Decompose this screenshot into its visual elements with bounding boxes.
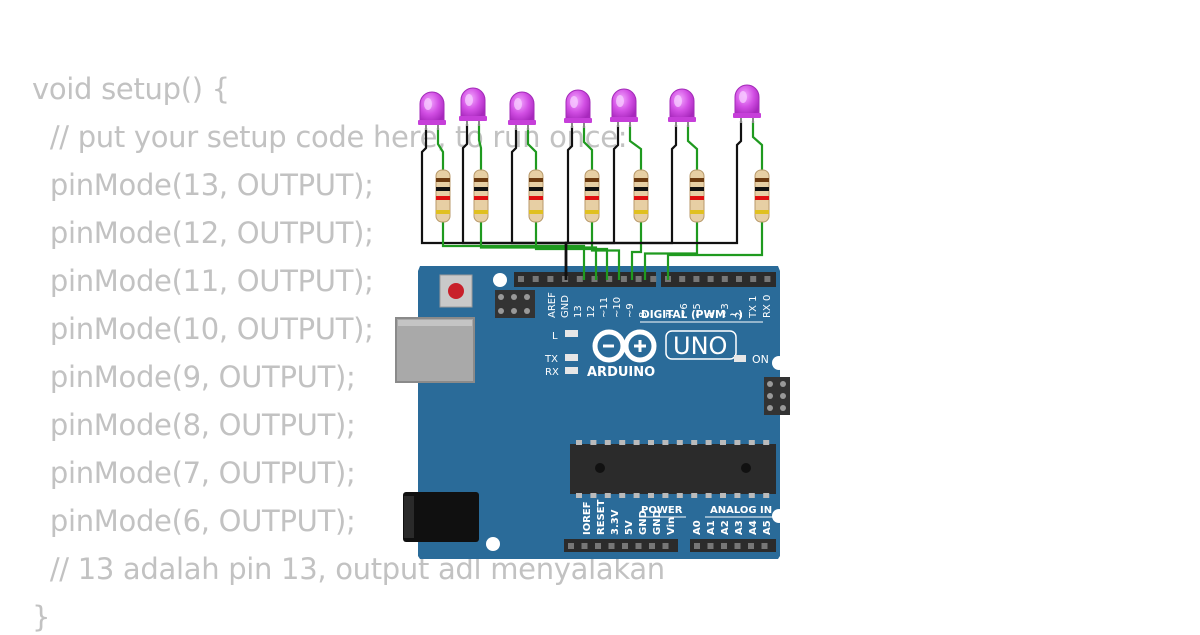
led <box>459 87 487 126</box>
pin-wire <box>534 222 609 280</box>
pin-label: RESET <box>596 499 607 535</box>
resistor <box>584 169 600 223</box>
pin-label: A4 <box>748 520 759 535</box>
led-l-label: L <box>552 331 558 342</box>
code-line[interactable]: pinMode(11, OUTPUT); <box>32 264 374 298</box>
pin-wire <box>666 222 764 280</box>
power-jack[interactable] <box>403 492 479 542</box>
pin-label: AREF <box>547 292 558 318</box>
led-wire <box>477 124 483 172</box>
pin-label: 2 <box>734 312 745 318</box>
pin-wire <box>441 222 586 280</box>
led <box>508 91 536 130</box>
pin-wire <box>630 222 643 280</box>
resistor <box>754 169 770 223</box>
power-header[interactable] <box>564 539 678 552</box>
digital-title: DIGITAL (PWM ~) <box>641 309 743 321</box>
code-line[interactable]: void setup() { <box>32 72 230 106</box>
code-line[interactable]: } <box>32 600 51 634</box>
components <box>418 84 770 223</box>
led-wire <box>686 125 699 172</box>
resistor <box>528 169 544 223</box>
code-line[interactable]: pinMode(12, OUTPUT); <box>32 216 374 250</box>
pin-label: A3 <box>734 520 745 535</box>
pin-label: ~10 <box>612 297 623 318</box>
pin-label: ~6 <box>679 303 690 318</box>
led-wire <box>436 128 445 172</box>
resistor <box>435 169 451 223</box>
code-line[interactable]: pinMode(6, OUTPUT); <box>32 504 356 538</box>
pin-label: GND <box>638 510 649 535</box>
pin-label: IOREF <box>582 501 593 535</box>
led-wire <box>526 128 538 172</box>
code-line[interactable]: pinMode(7, OUTPUT); <box>32 456 356 490</box>
power-title: POWER <box>641 505 683 516</box>
board-brand: ARDUINO <box>587 365 655 380</box>
usb-port[interactable] <box>395 317 475 383</box>
pin-label: 4 <box>706 312 717 318</box>
mounting-hole <box>493 273 507 287</box>
pin-wire <box>590 222 621 280</box>
pin-label: GND <box>560 295 571 318</box>
pin-label: 5V <box>624 520 635 535</box>
microcontroller-chip <box>570 440 776 498</box>
pin-label: 13 <box>573 305 584 318</box>
pin-label: GND <box>652 510 663 535</box>
pin-wire <box>479 222 598 280</box>
pin-label: Vin <box>666 517 677 535</box>
pin-label: ~3 <box>720 303 731 318</box>
ground-wire <box>564 121 743 280</box>
pin-label: 3.3V <box>610 509 621 535</box>
pin-label: ~11 <box>599 297 610 318</box>
pin-label: A1 <box>706 520 717 535</box>
code-line[interactable]: pinMode(10, OUTPUT); <box>32 312 374 346</box>
led-wire <box>751 121 764 172</box>
resistor <box>689 169 705 223</box>
led <box>610 88 638 127</box>
on-label: ON <box>752 353 769 366</box>
pin-label: A0 <box>692 520 703 535</box>
pin-label: 8 <box>638 312 649 318</box>
led <box>733 84 761 123</box>
code-line[interactable]: pinMode(9, OUTPUT); <box>32 360 356 394</box>
code-line[interactable]: pinMode(13, OUTPUT); <box>32 168 374 202</box>
mounting-hole <box>772 356 786 370</box>
code-line[interactable]: pinMode(8, OUTPUT); <box>32 408 356 442</box>
pin-wire <box>643 222 699 280</box>
analog-title: ANALOG IN <box>710 505 772 516</box>
ground-wire <box>564 125 678 280</box>
pin-label: ~9 <box>625 303 636 318</box>
pin-label: 12 <box>586 305 597 318</box>
mounting-hole <box>772 509 786 523</box>
pin-label: RX 0 <box>762 295 773 318</box>
led <box>418 91 446 130</box>
pin-label: 7 <box>665 312 676 318</box>
pin-label: A2 <box>720 520 731 535</box>
led-wire <box>582 126 594 172</box>
board-model: UNO <box>673 332 727 360</box>
mounting-hole <box>486 537 500 551</box>
icsp-header <box>495 290 535 318</box>
wires <box>420 121 764 280</box>
resistor <box>473 169 489 223</box>
led <box>564 89 592 128</box>
pin-label: ~5 <box>692 303 703 318</box>
resistor <box>633 169 649 223</box>
rx-label: RX <box>545 367 559 378</box>
pin-label: A5 <box>762 520 773 535</box>
arduino-logo <box>592 329 657 363</box>
tx-label: TX <box>544 354 558 365</box>
digital-header[interactable] <box>661 272 776 287</box>
pin-label: TX 1 <box>748 296 759 320</box>
led-wire <box>628 125 643 172</box>
led <box>668 88 696 127</box>
icsp-header <box>764 377 790 415</box>
